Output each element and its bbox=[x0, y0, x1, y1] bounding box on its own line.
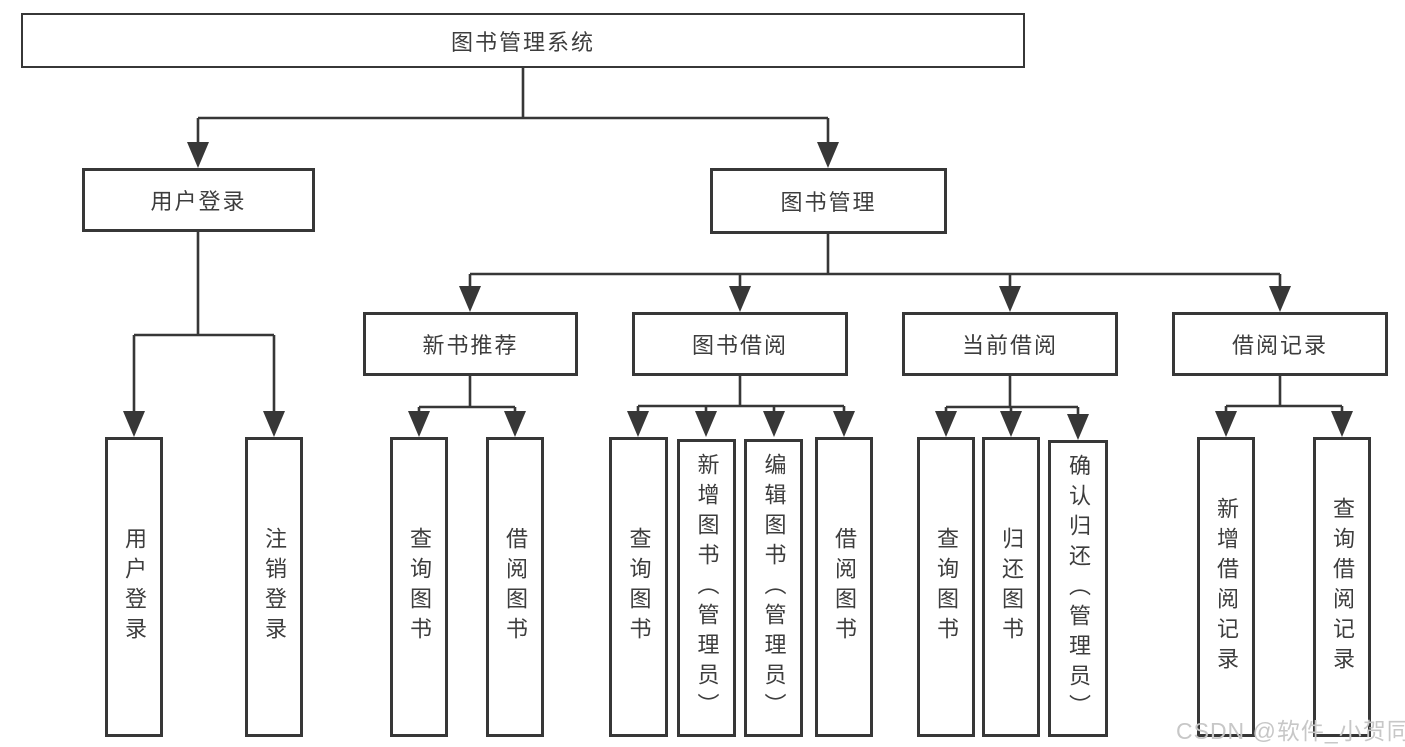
leaf-user-login: 用户登录 bbox=[105, 437, 163, 737]
leaf-edit-books-admin: 编辑图书（管理员） bbox=[744, 439, 803, 737]
leaf-add-borrow-record: 新增借阅记录 bbox=[1197, 437, 1255, 737]
leaf-borrow-books-recommend: 借阅图书 bbox=[486, 437, 544, 737]
leaf-return-books: 归还图书 bbox=[982, 437, 1040, 737]
node-borrowing-records: 借阅记录 bbox=[1172, 312, 1388, 376]
leaf-label: 查询借阅记录 bbox=[1330, 497, 1355, 677]
node-book-borrowing: 图书借阅 bbox=[632, 312, 848, 376]
leaf-confirm-return-admin: 确认归还（管理员） bbox=[1048, 440, 1108, 737]
node-user-login: 用户登录 bbox=[82, 168, 315, 232]
node-label: 图书管理系统 bbox=[450, 29, 595, 55]
leaf-query-books-recommend: 查询图书 bbox=[390, 437, 448, 737]
node-book-management: 图书管理 bbox=[710, 168, 947, 234]
node-label: 用户登录 bbox=[150, 189, 247, 214]
leaf-label: 编辑图书（管理员） bbox=[761, 453, 787, 723]
node-label: 图书管理 bbox=[780, 190, 877, 215]
arrowheads bbox=[123, 142, 1353, 440]
leaf-borrow-books: 借阅图书 bbox=[815, 437, 873, 737]
leaf-query-books-current: 查询图书 bbox=[917, 437, 975, 737]
leaf-add-books-admin: 新增图书（管理员） bbox=[677, 439, 736, 737]
node-label: 借阅记录 bbox=[1231, 333, 1328, 358]
leaf-label: 查询图书 bbox=[934, 527, 959, 647]
leaf-label: 注销登录 bbox=[262, 527, 287, 647]
leaf-label: 确认归还（管理员） bbox=[1066, 453, 1091, 724]
leaf-label: 查询图书 bbox=[626, 527, 652, 647]
leaf-label: 新增借阅记录 bbox=[1214, 497, 1239, 677]
node-current-borrowing: 当前借阅 bbox=[902, 312, 1118, 376]
leaf-query-borrow-record: 查询借阅记录 bbox=[1313, 437, 1371, 737]
watermark: CSDN @软件_小贺同学 bbox=[1176, 718, 1405, 744]
leaf-label: 用户登录 bbox=[122, 527, 147, 647]
node-library-management-system: 图书管理系统 bbox=[21, 13, 1025, 68]
leaf-query-books-borrow: 查询图书 bbox=[609, 437, 668, 737]
node-new-book-recommendation: 新书推荐 bbox=[363, 312, 578, 376]
node-label: 当前借阅 bbox=[961, 333, 1058, 358]
leaf-label: 借阅图书 bbox=[832, 527, 857, 647]
leaf-label: 借阅图书 bbox=[503, 527, 528, 647]
leaf-logout: 注销登录 bbox=[245, 437, 303, 737]
node-label: 新书推荐 bbox=[422, 333, 519, 358]
leaf-label: 归还图书 bbox=[999, 527, 1024, 647]
leaf-label: 查询图书 bbox=[407, 527, 432, 647]
leaf-label: 新增图书（管理员） bbox=[694, 453, 720, 723]
node-label: 图书借阅 bbox=[691, 333, 788, 358]
